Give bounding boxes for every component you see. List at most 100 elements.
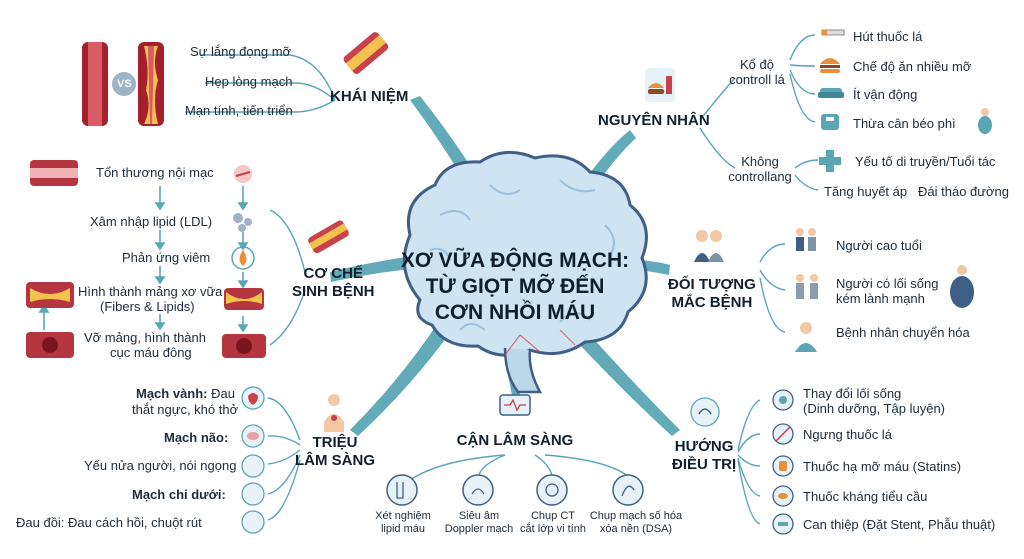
paraclinical-item-line: xóa nền (DSA) — [599, 523, 673, 535]
artery-clot-side-icon — [26, 332, 74, 358]
cramp-icon — [241, 510, 265, 534]
cause-item: Hút thuốc lá — [853, 29, 923, 44]
cause-item: Thừa cân béo phì — [853, 116, 956, 131]
treatment-hand-icon — [690, 397, 720, 427]
symptom-item: Mạch chi dưới: — [132, 487, 226, 502]
paraclinical-item-line: Chụp mạch số hóa — [589, 510, 683, 522]
treatment-item: Thuốc kháng tiểu cầu — [803, 489, 928, 504]
controllable-label-line: controll lá — [729, 72, 785, 87]
treatment-item-line: Thay đổi lối sống — [803, 386, 902, 401]
symptoms-heading: TRIỆU LÂM SÀNG — [295, 434, 375, 470]
controllable-label-line: Kổ độ — [740, 57, 774, 72]
sofa-icon — [818, 88, 844, 98]
inflammation-icon — [231, 246, 255, 270]
plaque-concept-icon — [343, 32, 389, 74]
mechanism-step: Phản ứng viêm — [122, 250, 211, 265]
monitor-icon — [499, 394, 531, 416]
treatment-heading-line-1: HƯỚNG — [674, 438, 734, 455]
lipid-icon — [233, 213, 252, 232]
elderly-couple-icon — [694, 230, 724, 262]
mechanism-heading: CƠ CHẾ SINH BỆNH — [292, 265, 375, 301]
scale-icon — [821, 114, 839, 130]
artery-damage-icon — [30, 160, 78, 186]
body-icon — [324, 394, 344, 432]
mechanism-step: (Fibers & Lipids) — [100, 299, 195, 314]
artery-plaque-icon — [138, 42, 164, 126]
mechanism-step: Vỡ mảng, hình thành — [84, 330, 206, 345]
target-item: Bệnh nhân chuyển hóa — [836, 325, 970, 340]
symptom-text: Đau — [211, 386, 235, 401]
concept-item: Hẹp lòng mạch — [205, 74, 293, 89]
mechanism-step: Hình thành mảng xơ vữa — [78, 284, 223, 299]
target-item: Người cao tuổi — [836, 238, 922, 253]
cause-item: Yếu tố di truyền/Tuổi tác — [855, 154, 996, 169]
symptom-bold: Mạch vành: — [136, 386, 208, 401]
patient-icon — [795, 322, 817, 352]
mechanism-artery-icon — [308, 220, 349, 254]
dsa-icon — [612, 474, 644, 506]
treatment-item: Thuốc hạ mỡ máu (Statins) — [803, 459, 962, 474]
artery-healthy-icon — [82, 42, 108, 126]
target-item-line: Người có lối sống — [836, 276, 939, 291]
cause-item: Tăng huyết áp — [824, 184, 908, 199]
mechanism-step: cục máu đông — [110, 345, 192, 360]
concept-item: Sự lắng đọng mỡ — [190, 44, 292, 59]
treatment-item: Can thiệp (Đặt Stent, Phẫu thuật) — [803, 517, 996, 532]
ultrasound-icon — [462, 474, 494, 506]
cause-item: Chế độ ăn nhiều mỡ — [853, 59, 972, 74]
targets-heading-line-1: ĐỐI TƯỢNG — [668, 276, 756, 293]
genetics-icon — [819, 150, 841, 172]
symptom-item: Mạch não: — [164, 430, 229, 445]
fastfood-icon — [645, 68, 675, 102]
central-title: XƠ VỮA ĐỘNG MẠCH: TỪ GIỌT MỠ ĐẾN CƠN NHỒ… — [390, 248, 640, 326]
causes-heading: NGUYÊN NHÂN — [598, 112, 710, 129]
treatment-heading: HƯỚNG ĐIỀU TRỊ — [672, 438, 736, 474]
mechanism-heading-line-1: CƠ CHẾ — [303, 265, 363, 282]
central-title-line-2: TỪ GIỌT MỠ ĐẾN — [425, 275, 605, 298]
uncontrollable-label-line: Không — [741, 154, 779, 169]
artery-plaque-side-icon — [26, 282, 74, 308]
branch-targets — [638, 260, 670, 275]
paraclinical-item-line: Xét nghiệm — [375, 510, 431, 522]
branch-treatment — [580, 335, 680, 436]
mechanism-step: Tổn thương nội mạc — [96, 165, 214, 180]
mechanism-step: Xâm nhập lipid (LDL) — [90, 214, 213, 229]
symptom-item: thắt ngực, khó thở — [132, 402, 239, 417]
treatment-item-line: (Dinh dưỡng, Tập luyện) — [803, 401, 946, 416]
treatment-heading-line-2: ĐIỀU TRỊ — [672, 456, 737, 473]
cause-item: Đái tháo đường — [918, 184, 1009, 199]
cause-item: Ít vận động — [853, 87, 918, 102]
central-title-line-3: CƠN NHỒI MÁU — [434, 301, 596, 324]
plaque-formation-icon — [224, 288, 264, 310]
burger-icon — [820, 58, 840, 73]
symptom-item: Đau đồi: Đau cách hồi, chuột rút — [16, 515, 202, 530]
obese-person-icon — [978, 108, 992, 134]
elderly-icon — [796, 228, 816, 251]
brain-illustration — [402, 150, 648, 394]
paraclinical-heading: CẬN LÂM SÀNG — [456, 432, 574, 449]
clot-icon — [222, 334, 266, 358]
concept-item: Mạn tính, tiến triển — [185, 103, 293, 118]
symptoms-heading-line-2: LÂM SÀNG — [295, 452, 375, 469]
paraclinical-item-line: Doppler mạch — [444, 523, 514, 535]
lab-test-icon — [386, 474, 418, 506]
paraclinical-item-line: lipid máu — [380, 523, 426, 535]
branch-symptoms — [350, 320, 452, 436]
weakness-icon — [241, 454, 265, 478]
leg-icon — [241, 482, 265, 506]
uncontrollable-label-line: controllang — [728, 169, 792, 184]
treatment-item: Ngưng thuốc lá — [803, 427, 892, 442]
concept-heading: KHÁI NIỆM — [330, 88, 409, 105]
targets-heading: ĐỐI TƯỢNG MẮC BỆNH — [668, 276, 756, 312]
mechanism-heading-line-2: SINH BỆNH — [292, 283, 375, 300]
treatment-item: Thay đổi lối sống(Dinh dưỡng, Tập luyện) — [803, 386, 945, 416]
vs-label: VS — [117, 78, 132, 90]
branch-mechanism — [330, 255, 422, 282]
target-item-line: kém lành mạnh — [836, 291, 925, 306]
